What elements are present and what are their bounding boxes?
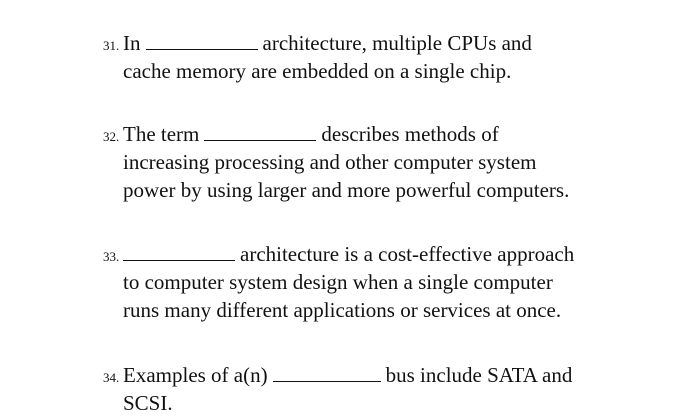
question-continuation-line: cache memory are embedded on a single ch…: [123, 59, 512, 83]
answer-blank[interactable]: [204, 122, 317, 141]
question-text-after-blank: bus include SATA and: [385, 363, 573, 387]
question-number: 32.: [103, 129, 120, 144]
question-text-after-blank: describes methods of: [321, 122, 499, 146]
question-first-line: 33. architecture is a cost-effective appr…: [103, 241, 574, 270]
question-continuation-line: power by using larger and more powerful …: [123, 178, 570, 202]
question-number: 34.: [103, 370, 120, 385]
answer-blank[interactable]: [145, 31, 258, 50]
question-continuation-line: to computer system design when a single …: [123, 270, 553, 294]
question-first-line: 34.Examples of a(n) bus include SATA and: [103, 362, 572, 391]
question-first-line: 32.The term describes methods of: [103, 121, 499, 150]
question-text-after-blank: architecture is a cost-effective approac…: [240, 242, 575, 266]
question-first-line: 31.In architecture, multiple CPUs and: [103, 30, 532, 59]
question-number: 33.: [103, 249, 120, 264]
question-continuation-line: SCSI.: [123, 391, 173, 415]
question-text-before-blank: Examples of a(n): [123, 363, 268, 387]
answer-blank[interactable]: [272, 363, 381, 382]
question-text-before-blank: The term: [123, 122, 200, 146]
question-number: 31.: [103, 38, 120, 53]
answer-blank[interactable]: [123, 242, 235, 261]
question-text-before-blank: In: [123, 31, 141, 55]
question-continuation-line: increasing processing and other computer…: [123, 150, 537, 174]
question-continuation-line: runs many different applications or serv…: [123, 298, 562, 322]
question-text-after-blank: architecture, multiple CPUs and: [262, 31, 532, 55]
